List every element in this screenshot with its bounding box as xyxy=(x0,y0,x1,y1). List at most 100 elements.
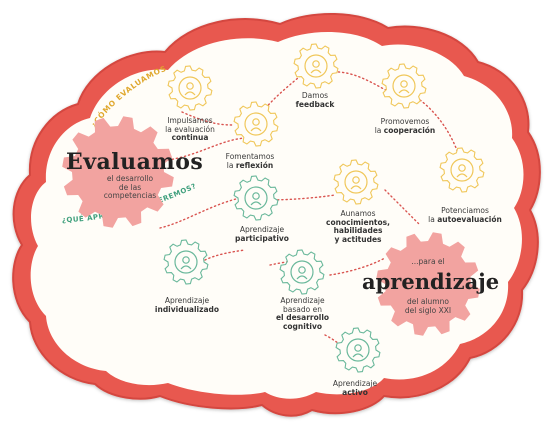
what-item-individualizado-label: Aprendizaje individualizado xyxy=(143,296,231,314)
speech-bubbles-icon-ring xyxy=(304,54,328,78)
self-review-icon-gear xyxy=(439,147,485,193)
how-item-feedback-label: Damos feedback xyxy=(280,91,350,109)
individual-person-icon-glyph xyxy=(182,256,190,264)
group-people-icon-ring xyxy=(244,186,268,210)
main-subtitle-line2: de las xyxy=(118,182,142,192)
brain-icon-ring xyxy=(290,260,314,284)
toolbox-icon-ring xyxy=(344,170,368,194)
brain-gear-icon xyxy=(167,65,213,111)
handshake-icon-ring xyxy=(392,74,416,98)
individual-person-icon xyxy=(163,239,209,285)
goal-line1: del alumno xyxy=(407,297,449,306)
what-item-participativo-line1: Aprendizaje xyxy=(239,225,285,234)
toolbox-icon-gear xyxy=(333,159,379,205)
how-item-cooperacion-line1: Promovemos xyxy=(380,117,430,126)
what-item-cognitivo-bold1: el desarrollo xyxy=(275,313,330,323)
lightbulb-head-icon-glyph xyxy=(252,118,260,126)
how-item-continua-line2: la evaluación xyxy=(165,124,215,134)
toolbox-icon-glyph xyxy=(352,176,360,184)
group-people-icon-glyph-body xyxy=(250,201,262,206)
lightbulb-head-icon-gear xyxy=(233,101,279,147)
how-item-autoevaluacion-bold: autoevaluación xyxy=(437,214,502,224)
speech-bubbles-icon-gear xyxy=(293,43,339,89)
how-item-continua-label: Impulsamos la evaluación continua xyxy=(150,116,230,143)
group-people-icon-glyph xyxy=(252,192,260,200)
what-path-dots xyxy=(159,189,421,349)
what-item-individualizado-bold: individualizado xyxy=(154,304,220,314)
lightbulb-head-icon xyxy=(233,101,279,147)
how-item-cooperacion-bold: cooperación xyxy=(383,125,436,135)
brain-gear-icon-glyph-body xyxy=(184,91,196,96)
what-item-individualizado-line1: Aprendizaje xyxy=(164,296,210,305)
how-item-reflexion-line1: Fomentamos xyxy=(225,152,275,161)
active-person-icon-gear xyxy=(335,327,381,373)
how-item-autoevaluacion-line1: Potenciamos xyxy=(441,206,489,215)
what-item-aunamos-line1: Aunamos xyxy=(340,209,376,218)
what-item-cognitivo-line2: basado en xyxy=(283,304,322,314)
self-review-icon-glyph-body xyxy=(456,173,468,178)
brain-icon-glyph xyxy=(298,266,306,274)
group-people-icon xyxy=(233,175,279,221)
how-item-reflexion-line2: la xyxy=(226,160,234,170)
handshake-icon xyxy=(381,63,427,109)
what-item-participativo-label: Aprendizaje participativo xyxy=(222,225,302,243)
individual-person-icon-ring xyxy=(174,250,198,274)
individual-person-icon-glyph-body xyxy=(180,265,192,270)
main-gear-shape xyxy=(62,116,174,228)
brain-gear-icon-gear xyxy=(167,65,213,111)
what-item-aunamos-bold2: habilidades xyxy=(333,226,383,236)
group-people-icon-gear xyxy=(233,175,279,221)
what-item-activo-label: Aprendizaje activo xyxy=(315,379,395,397)
main-subtitle: el desarrollo de las competencias xyxy=(85,174,175,201)
active-person-icon xyxy=(335,327,381,373)
how-item-continua-bold: continua xyxy=(171,133,209,143)
what-item-activo-line1: Aprendizaje xyxy=(332,379,378,388)
brain-gear-icon-ring xyxy=(178,76,202,100)
brain-icon-glyph-body xyxy=(296,275,308,280)
speech-bubbles-icon-glyph xyxy=(312,60,320,68)
how-item-reflexion-bold: reflexión xyxy=(235,160,274,170)
what-item-cognitivo-bold2: cognitivo xyxy=(282,321,323,331)
handshake-icon-glyph-body xyxy=(398,89,410,94)
how-item-cooperacion-line2: la xyxy=(374,125,382,135)
active-person-icon-glyph-body xyxy=(352,353,364,358)
toolbox-icon xyxy=(333,159,379,205)
lightbulb-head-icon-glyph-body xyxy=(250,127,262,132)
what-item-cognitivo-line1: Aprendizaje xyxy=(280,296,325,305)
what-item-cognitivo-label: Aprendizaje basado en el desarrollo cogn… xyxy=(260,296,345,332)
brain-icon-gear xyxy=(279,249,325,295)
active-person-icon-glyph xyxy=(354,344,362,352)
how-item-feedback-line1: Damos xyxy=(301,91,329,100)
goal-lead: ...para el xyxy=(411,257,445,266)
main-subtitle-line3: competencias xyxy=(103,191,157,201)
how-item-reflexion-label: Fomentamos la reflexión xyxy=(210,152,290,170)
self-review-icon xyxy=(439,147,485,193)
goal-gear-shape xyxy=(376,232,480,336)
main-subtitle-line1: el desarrollo xyxy=(106,174,154,183)
goal-title: aprendizaje xyxy=(362,269,500,294)
what-item-aunamos-bold3: y actitudes xyxy=(334,234,382,244)
speech-bubbles-icon xyxy=(293,43,339,89)
handshake-icon-gear xyxy=(381,63,427,109)
what-item-aunamos-bold1: conocimientos, xyxy=(326,217,390,227)
how-item-continua-line1: Impulsamos xyxy=(167,116,213,125)
self-review-icon-glyph xyxy=(458,164,466,172)
main-gear xyxy=(62,116,174,228)
speech-bubbles-icon-glyph-body xyxy=(310,69,322,74)
how-item-feedback-bold: feedback xyxy=(295,99,335,109)
what-item-activo-bold: activo xyxy=(342,387,368,397)
handshake-icon-glyph xyxy=(400,80,408,88)
what-item-aunamos-label: Aunamos conocimientos, habilidades y act… xyxy=(318,209,398,245)
how-item-cooperacion-label: Promovemos la cooperación xyxy=(360,117,450,135)
how-item-autoevaluacion-line2: la xyxy=(428,214,435,224)
goal-line2: del siglo XXI xyxy=(404,305,452,315)
brain-gear-icon-glyph xyxy=(186,82,194,90)
toolbox-icon-glyph-body xyxy=(350,185,362,190)
individual-person-icon-gear xyxy=(163,239,209,285)
goal-gear xyxy=(376,232,480,336)
main-title: Evaluamos xyxy=(66,149,204,175)
what-item-participativo-bold: participativo xyxy=(235,233,289,243)
lightbulb-head-icon-ring xyxy=(244,112,268,136)
brain-icon xyxy=(279,249,325,295)
